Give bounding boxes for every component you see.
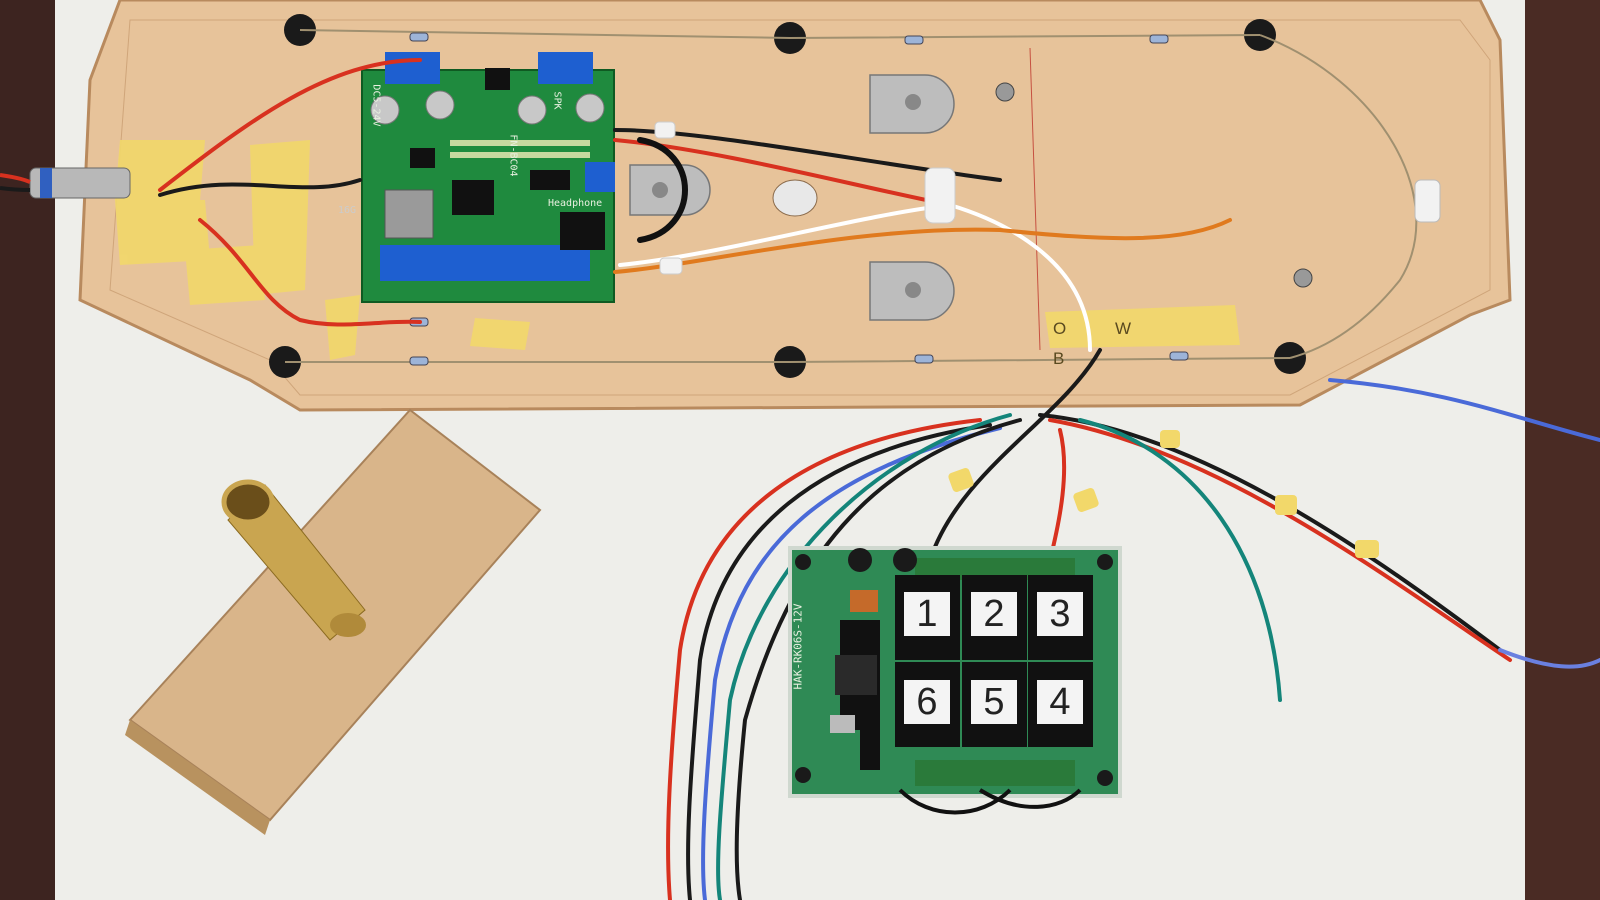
relay-label-5: 5 (971, 680, 1017, 724)
relay-label-2: 2 (971, 592, 1017, 636)
sound-board-pcb (361, 52, 615, 303)
brass-tube-stand (125, 408, 542, 835)
relay-board-model-text: HAK-RK06S-12V (791, 603, 805, 690)
sd-card-text: 16G (338, 205, 357, 216)
relay-label-4: 4 (1037, 680, 1083, 724)
sound-board-model-text: FN-BC04 (507, 134, 519, 177)
relay-label-6: 6 (904, 680, 950, 724)
masking-tape (115, 140, 1240, 360)
sound-board-headphone-text: Headphone (548, 198, 603, 209)
relay-label-3: 3 (1037, 592, 1083, 636)
sound-board-spk-text: SPK (551, 91, 563, 110)
relay-label-1: 1 (904, 592, 950, 636)
tape-label: O W B (1053, 319, 1153, 368)
sound-board-voltage-text: DC5-24V (370, 84, 382, 127)
